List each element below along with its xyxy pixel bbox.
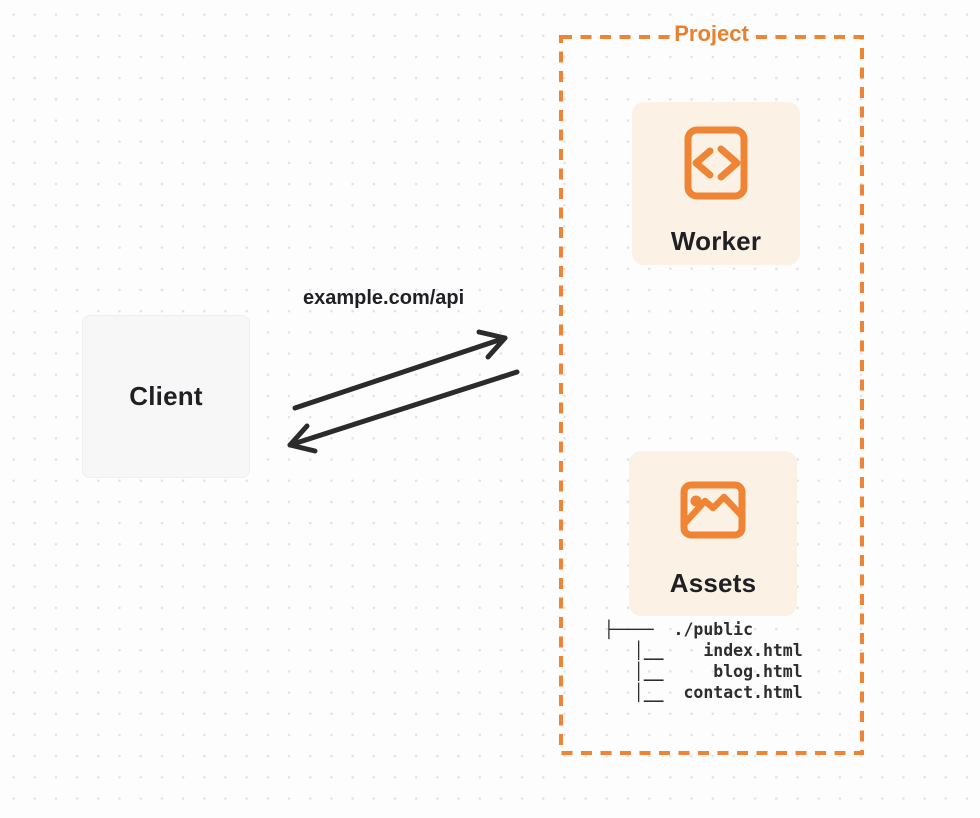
assets-label: Assets xyxy=(669,568,757,598)
response-arrow-icon xyxy=(287,369,520,454)
project-label: Project xyxy=(670,21,753,47)
image-icon xyxy=(680,481,746,539)
request-arrow-icon xyxy=(292,329,508,411)
request-url-label: example.com/api xyxy=(303,287,465,309)
worker-label: Worker xyxy=(670,226,762,256)
project-boundary: Project Worker Assets ├──── ./public │__… xyxy=(559,21,864,755)
client-node: Client xyxy=(82,315,250,478)
worker-node: Worker xyxy=(632,102,800,265)
assets-node: Assets xyxy=(629,451,797,616)
tree-line-index: │__ index.html xyxy=(604,641,803,660)
tree-line-blog: │__ blog.html xyxy=(604,662,803,681)
code-icon xyxy=(684,126,748,200)
client-label: Client xyxy=(129,381,203,411)
tree-line-public: ├──── ./public xyxy=(604,620,754,639)
tree-line-contact: │__ contact.html xyxy=(604,683,803,702)
file-tree: ├──── ./public │__ index.html │__ blog.h… xyxy=(604,619,803,703)
